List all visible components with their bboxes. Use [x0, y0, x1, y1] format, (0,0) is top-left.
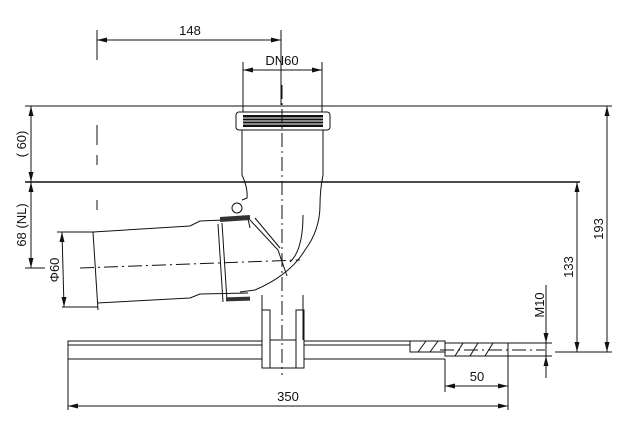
dimension-dn60: DN60 [242, 53, 323, 106]
outlet-pipe [79, 214, 301, 311]
dimension-left: ( 60) 68 (NL) [14, 106, 45, 269]
dimension-label-60: ( 60) [14, 131, 29, 158]
dimension-right: 133 193 [561, 106, 610, 352]
dimension-label-m10: M10 [532, 292, 547, 317]
dimension-label-d60: Φ60 [47, 258, 62, 283]
dimension-label-50: 50 [470, 369, 484, 384]
dimension-label-148: 148 [179, 23, 201, 38]
dimension-50: 50 [444, 356, 509, 410]
vertical-inlet-pipe [231, 85, 331, 375]
dimension-m10: M10 [508, 285, 552, 378]
dimension-diameter-60: Φ60 [47, 231, 98, 308]
dimension-350: 350 [67, 359, 508, 410]
dimension-148: 148 [96, 23, 282, 210]
dimension-label-68-nl: 68 (NL) [14, 203, 29, 246]
drain-spigot [261, 295, 305, 369]
dimension-label-193: 193 [591, 218, 606, 240]
base-plate [67, 340, 545, 360]
elbow-bend [239, 204, 321, 293]
dimension-label-dn60: DN60 [265, 53, 298, 68]
dimension-label-350: 350 [277, 389, 299, 404]
dimension-label-133: 133 [561, 256, 576, 278]
